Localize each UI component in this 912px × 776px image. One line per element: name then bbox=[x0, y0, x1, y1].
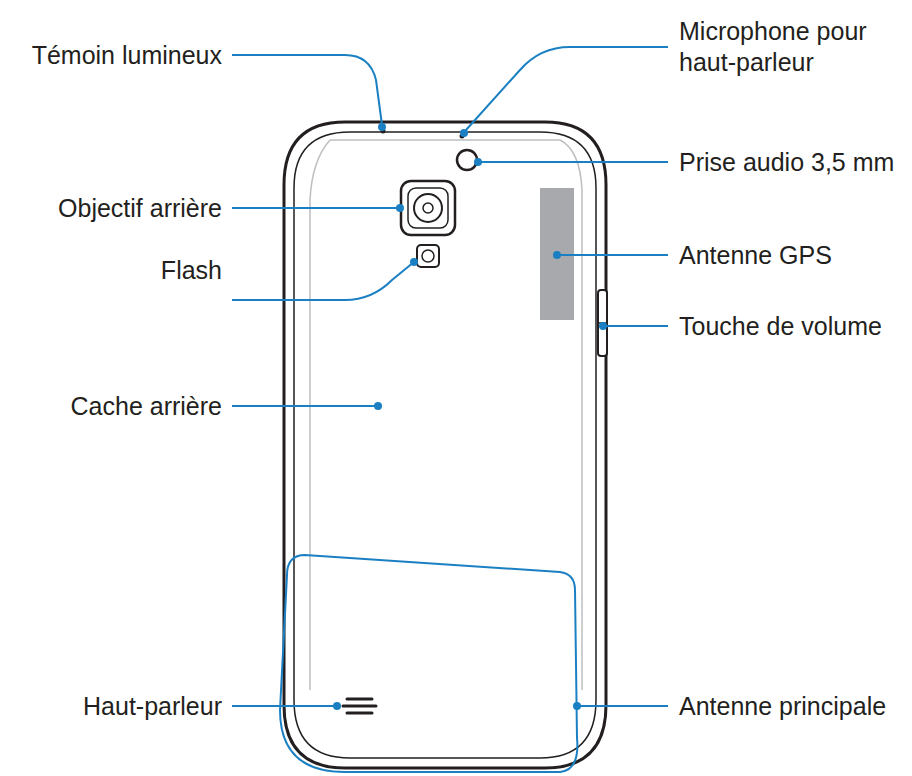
leader-lines bbox=[232, 47, 668, 706]
speaker-grille bbox=[343, 699, 376, 713]
audio-jack bbox=[457, 150, 477, 170]
antenna-region bbox=[280, 555, 577, 772]
flash bbox=[417, 245, 439, 267]
part-label: Cache arrière bbox=[71, 391, 222, 422]
volume-key bbox=[598, 290, 607, 356]
part-label: Antenne GPS bbox=[679, 240, 832, 271]
phone-rim bbox=[294, 132, 596, 758]
part-label: Antenne principale bbox=[679, 691, 886, 722]
part-label: Haut-parleur bbox=[83, 691, 222, 722]
part-label: Témoin lumineux bbox=[32, 40, 222, 71]
cover-edge bbox=[330, 140, 582, 690]
leader-dots bbox=[333, 123, 607, 710]
part-label: Flash bbox=[161, 255, 222, 286]
part-label: Objectif arrière bbox=[58, 193, 222, 224]
part-label: Prise audio 3,5 mm bbox=[679, 147, 894, 178]
part-label: Microphone pour haut-parleur bbox=[679, 16, 894, 78]
phone-body bbox=[284, 122, 606, 768]
cover-edge bbox=[310, 140, 330, 690]
rear-camera bbox=[401, 181, 455, 235]
part-label: Touche de volume bbox=[679, 311, 882, 342]
